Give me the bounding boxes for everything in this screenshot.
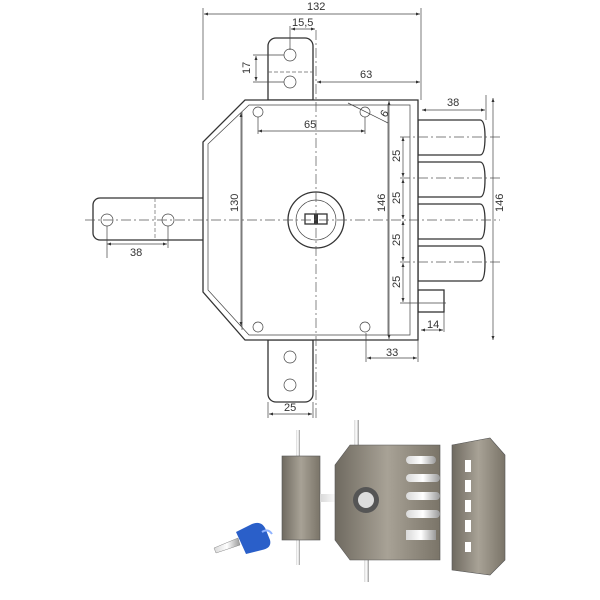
dim-bolt-throw: 38 <box>447 97 459 109</box>
cover-plate <box>451 437 506 576</box>
dim-screw-spacing-h: 65 <box>304 119 316 131</box>
bolts <box>417 119 486 313</box>
dim-deadbolt-throw: 38 <box>130 247 142 259</box>
dim-tab-to-edge: 63 <box>360 69 372 81</box>
dim-bottom-tab-width: 25 <box>284 402 296 414</box>
dim-bolt-pitch-3: 25 <box>391 234 403 246</box>
dim-bolt-pitch-2: 25 <box>391 192 403 204</box>
dim-latch-throw: 14 <box>427 319 439 331</box>
bottom-tab <box>267 339 314 403</box>
dim-screw-spacing-v: 130 <box>229 194 241 212</box>
side-bolt-plate <box>92 197 206 241</box>
dim-tab-offset: 15,5 <box>292 17 313 29</box>
top-tab <box>267 37 314 101</box>
lock-body-photo <box>334 420 441 582</box>
key <box>213 522 273 554</box>
dimensions: 132 15,5 17 63 38 65 6 130 146 146 25 25… <box>106 1 506 418</box>
dim-bolt-pitch-4: 25 <box>391 276 403 288</box>
dim-body-height: 146 <box>376 194 388 212</box>
dim-overall-width: 132 <box>307 1 325 13</box>
dim-tab-hole-pitch: 17 <box>241 62 253 74</box>
dim-overall-height: 146 <box>494 194 506 212</box>
dim-bolt-pitch-1: 25 <box>391 150 403 162</box>
product-photo <box>213 420 506 582</box>
dim-backset: 33 <box>386 347 398 359</box>
dim-screw-offset: 6 <box>378 108 391 119</box>
